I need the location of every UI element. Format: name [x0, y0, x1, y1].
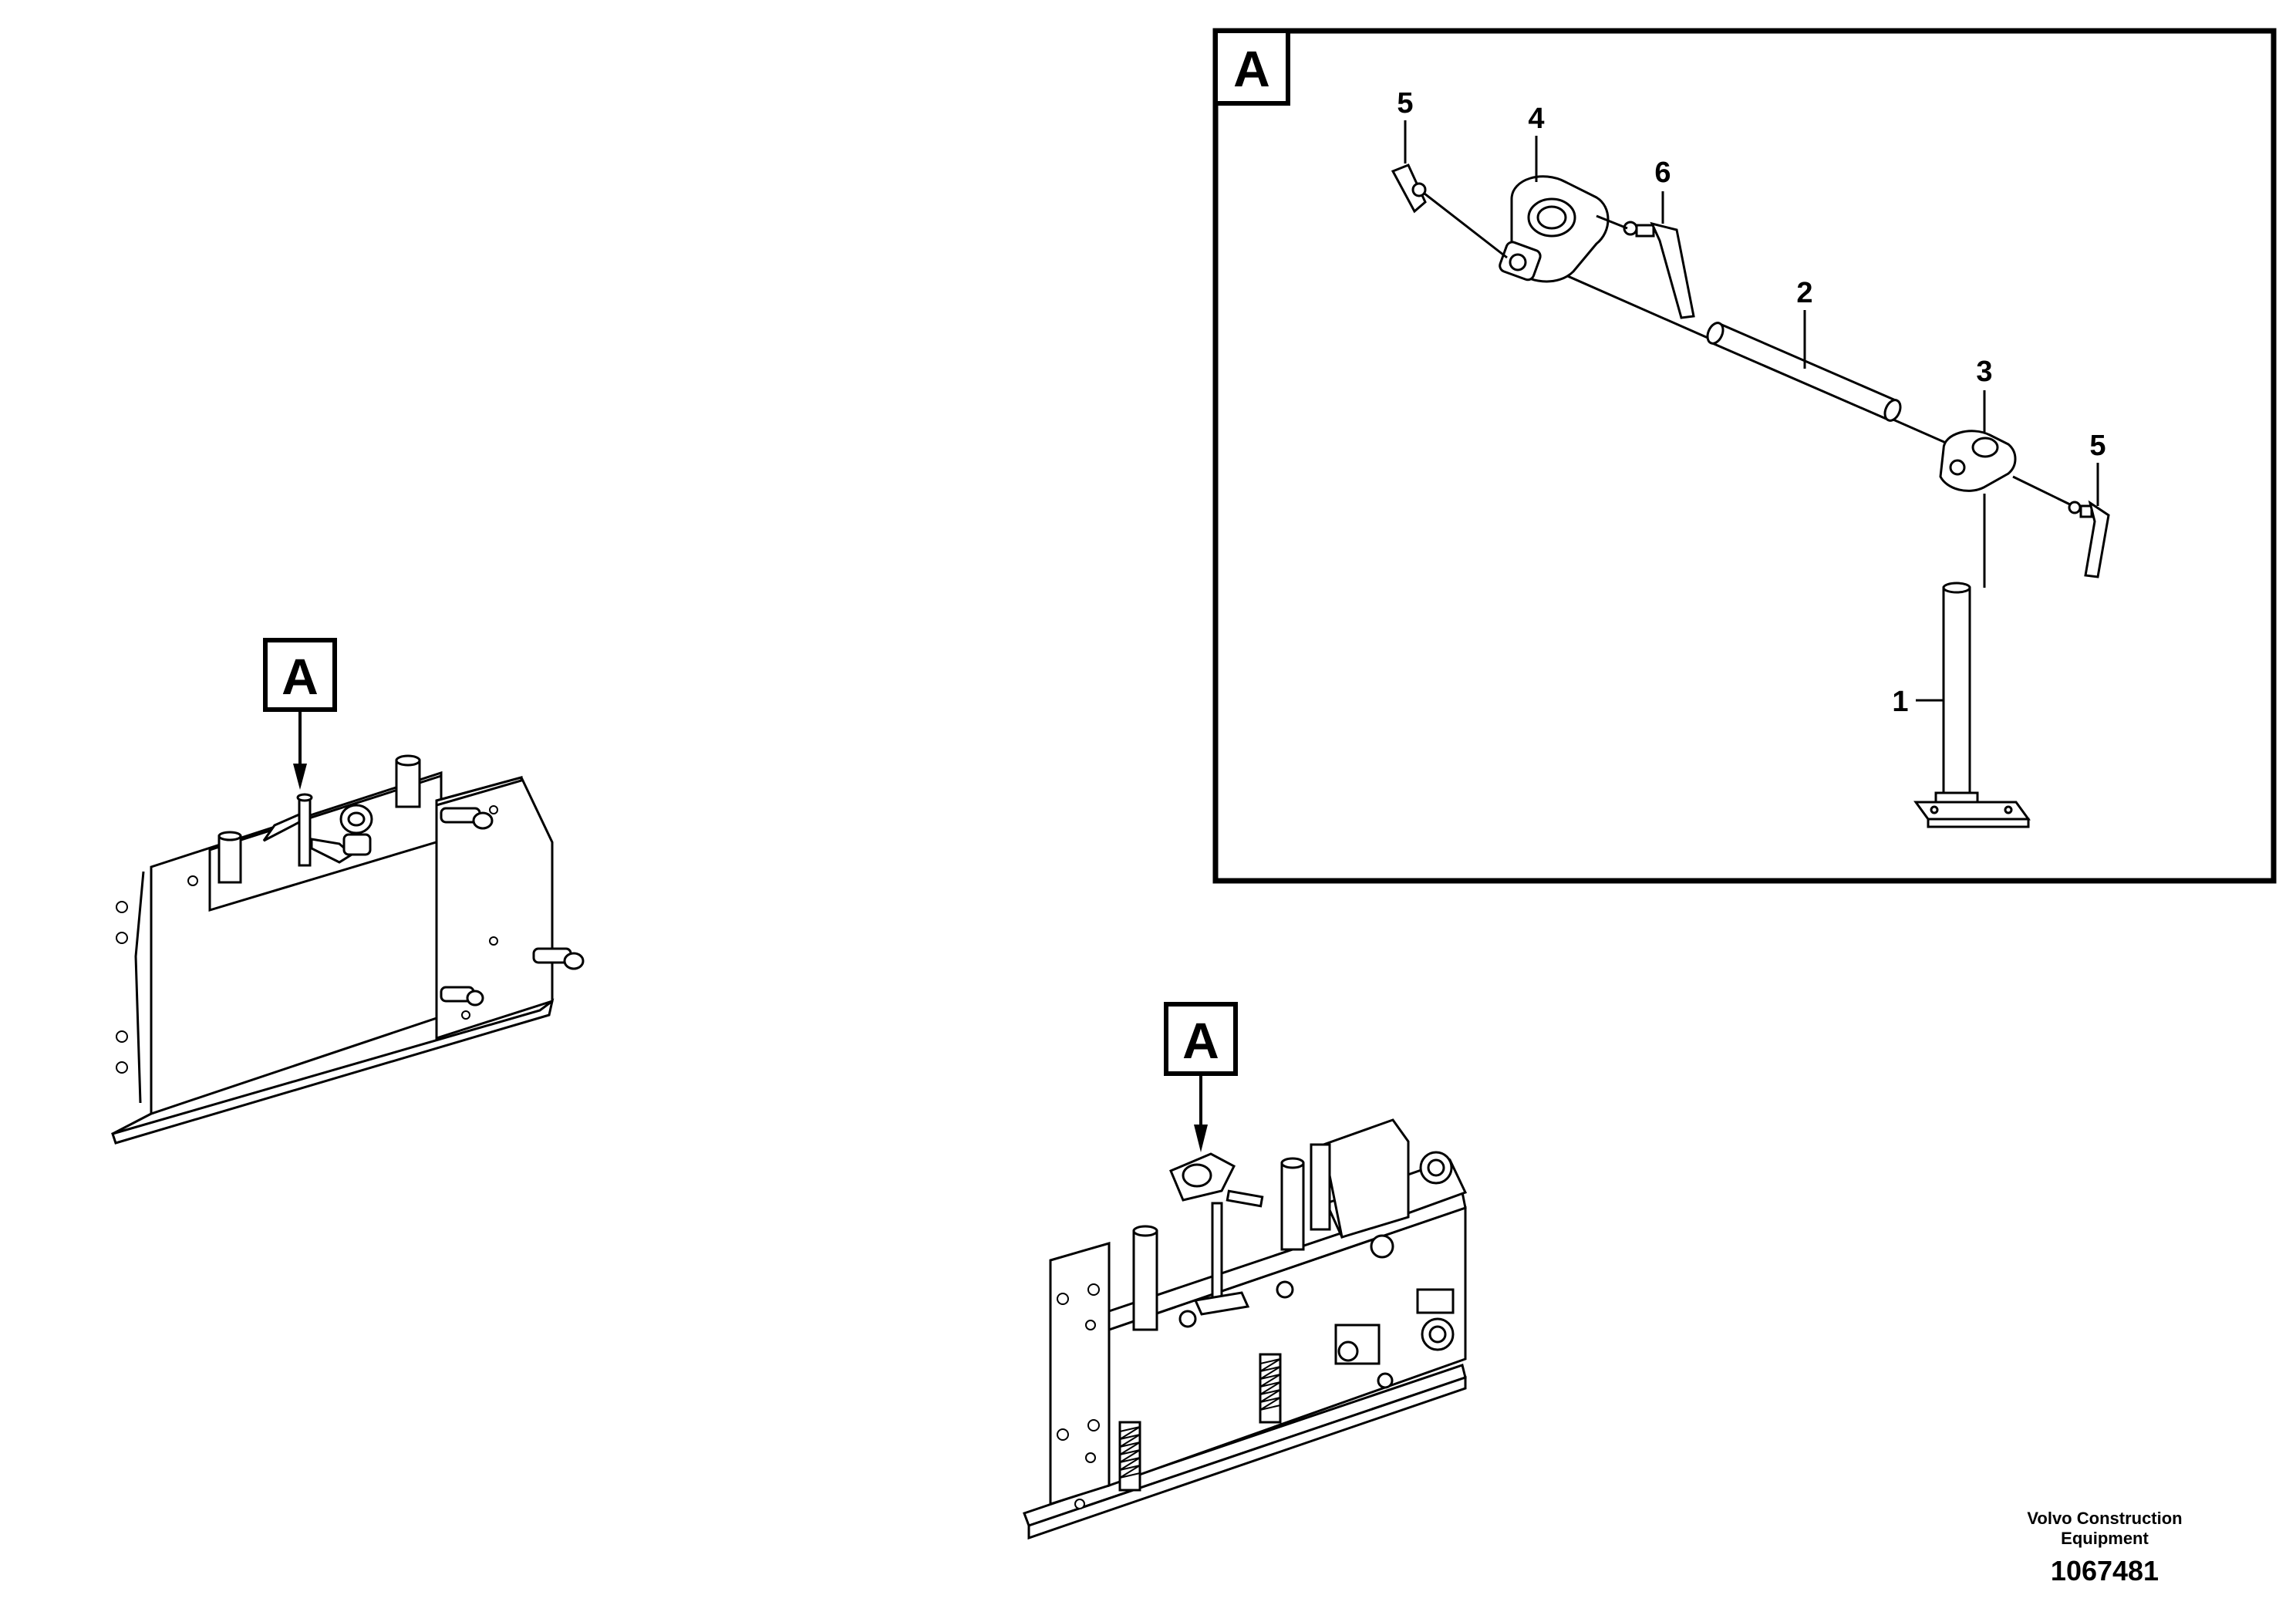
overview-bottom-arrow — [1194, 1125, 1208, 1152]
overview-bottom-label-box — [1164, 1002, 1238, 1076]
lever-left — [1391, 164, 1427, 214]
detail-frame — [1212, 28, 2277, 884]
overview-left-label-box — [263, 638, 337, 712]
callout-4: 4 — [1528, 103, 1544, 135]
callout-5-right: 5 — [2089, 430, 2106, 462]
overview-left-label: A — [282, 648, 319, 705]
overview-bottom-label: A — [1182, 1012, 1219, 1069]
callout-3: 3 — [1976, 356, 1992, 388]
detail-view-a: A — [1212, 28, 2277, 884]
vertical-post — [1913, 582, 2031, 828]
brand-caption: Volvo Construction Equipment — [1989, 1509, 2220, 1549]
blade-left-bolts — [116, 805, 498, 1074]
callout-2: 2 — [1796, 277, 1812, 309]
detail-label: A — [1233, 40, 1270, 97]
overview-left-arrow — [293, 764, 307, 790]
clamp-small — [1939, 430, 2017, 492]
blade-left-edge-rails — [134, 867, 153, 1114]
overview-left: A — [111, 638, 585, 1145]
overview-bottom: A — [1023, 1002, 1468, 1540]
handle-6 — [1623, 221, 1695, 319]
screed-end-bolts — [1057, 1283, 1100, 1509]
link-3-to-5 — [2012, 475, 2074, 508]
blade-assembly-left — [111, 754, 585, 1145]
horizontal-rod — [1706, 322, 1902, 422]
drawing-number: 1067481 — [2050, 1555, 2159, 1587]
link-4-to-6 — [1596, 214, 1628, 230]
brand-line-1: Volvo Construction — [2027, 1509, 2183, 1528]
screed-assembly — [1023, 1118, 1468, 1540]
callout-5-left: 5 — [1397, 87, 1413, 120]
callout-1: 1 — [1892, 686, 1908, 718]
callout-6: 6 — [1654, 157, 1671, 189]
leader-lines — [1404, 120, 2099, 702]
detail-label-box — [1213, 29, 1290, 106]
lever-right — [2068, 500, 2110, 578]
clamp-large — [1499, 175, 1610, 283]
screed-springs-coils — [1119, 1358, 1281, 1479]
link-5-to-4 — [1417, 187, 1508, 259]
brand-line-2: Equipment — [2061, 1529, 2149, 1548]
